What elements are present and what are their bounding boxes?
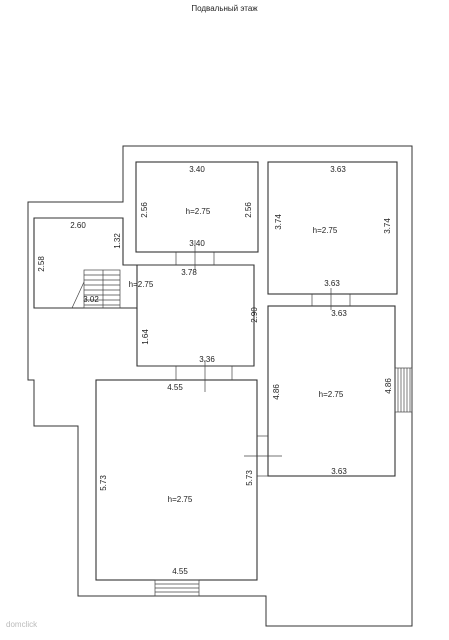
hall-right-dim: 2.90 [250,307,259,323]
room-4-height: h=2.75 [168,495,193,504]
room-4-bottom-dim: 4.55 [172,567,188,576]
hall [123,264,255,367]
room-3-top-dim: 3.63 [331,309,347,318]
room-1-height: h=2.75 [186,207,211,216]
stair-room-bottom-dim: 3.02 [83,295,99,304]
room-2-left-dim: 3.74 [274,214,283,230]
room-2 [267,161,398,295]
hall-top-dim: 3.78 [181,268,197,277]
room-3-left-dim: 4.86 [272,384,281,400]
room-1-bottom-dim: 3.40 [189,239,205,248]
room-2-bottom-dim: 3.63 [324,279,340,288]
stairs-icon [71,269,121,309]
room-4-left-dim: 5.73 [99,475,108,491]
exterior-steps-bottom [154,579,200,597]
stair-room-height: h=2.75 [129,280,154,289]
room-3-height: h=2.75 [319,390,344,399]
door-room2-room3 [311,288,351,310]
room-4 [95,379,258,581]
outer-wall [27,145,413,627]
watermark: domclick [6,620,38,629]
plan-title: Подвальный этаж [191,4,258,13]
room-1 [135,161,259,253]
room-3-right-dim: 4.86 [384,378,393,394]
opening-room3 [244,435,282,477]
hall-bottom-dim: 3.36 [199,355,215,364]
stair-room-left-dim: 2.58 [37,256,46,272]
door-hall-room4 [175,360,233,392]
room-2-top-dim: 3.63 [330,165,346,174]
room-4-right-dim: 5.73 [245,470,254,486]
room-3-bottom-dim: 3.63 [331,467,347,476]
room-1-left-dim: 2.56 [140,202,149,218]
room-4-top-dim: 4.55 [167,383,183,392]
stair-room-top-dim: 2.60 [70,221,86,230]
room-1-top-dim: 3.40 [189,165,205,174]
room-2-height: h=2.75 [313,226,338,235]
room-2-right-dim: 3.74 [383,218,392,234]
exterior-steps-right [394,367,413,413]
hall-left-dim: 1.64 [141,329,150,345]
stair-room-right-dim: 1.32 [113,233,122,249]
door-room1-hall [175,240,215,270]
room-1-right-dim: 2.56 [244,202,253,218]
